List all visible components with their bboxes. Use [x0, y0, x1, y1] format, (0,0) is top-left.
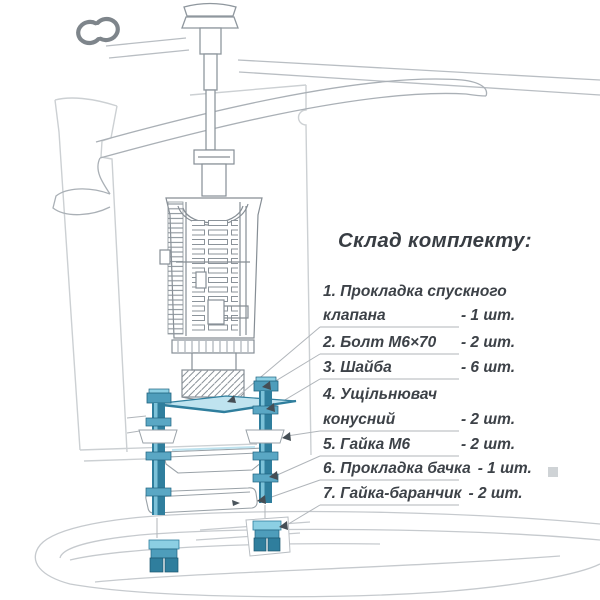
- lid-lines: [105, 37, 600, 96]
- leader-arrowheads: [227, 381, 291, 530]
- wing-nut-left: [148, 539, 180, 573]
- flush-valve-body: [159, 149, 263, 402]
- bowl-outline: [34, 510, 600, 598]
- leader-lines: [126, 326, 459, 538]
- flush-lever-arm: [52, 78, 488, 216]
- bolt-right: [245, 376, 285, 503]
- push-button: [181, 2, 239, 151]
- brand-logo-icon: [76, 16, 120, 46]
- tank-gasket-tray: [162, 446, 266, 474]
- bolt-left: [138, 388, 178, 515]
- wing-nut-right: [245, 516, 291, 557]
- gray-artifact-square: [548, 467, 558, 477]
